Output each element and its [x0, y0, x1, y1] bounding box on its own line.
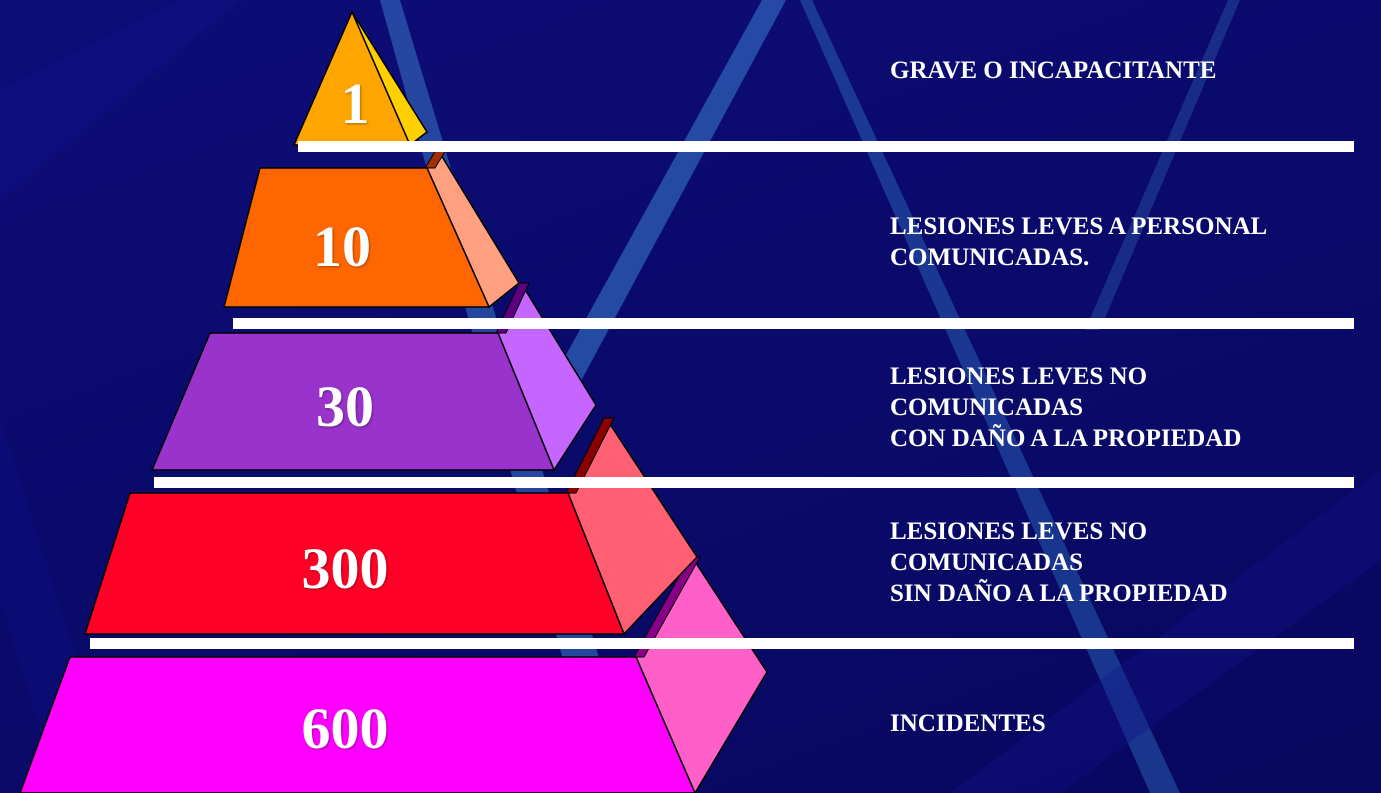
divider-line-1	[298, 141, 1354, 152]
tier-30-block	[150, 281, 597, 472]
tier-number-600: 600	[301, 696, 389, 761]
divider-line-3	[154, 477, 1354, 488]
tier-label-10: LESIONES LEVES A PERSONAL COMUNICADAS.	[890, 213, 1268, 271]
divider-line-2	[233, 318, 1354, 329]
tier-600-block	[19, 555, 768, 793]
tier-label-300: LESIONES LEVES NO COMUNICADAS SIN DAÑO A…	[890, 518, 1228, 607]
divider-line-4	[90, 638, 1354, 649]
tier-label-600: INCIDENTES	[890, 710, 1046, 737]
tier-300-block	[83, 416, 698, 636]
tier-label-30: LESIONES LEVES NO COMUNICADAS CON DAÑO A…	[890, 363, 1242, 452]
tier-number-30: 30	[316, 374, 374, 439]
tier-10-block	[223, 148, 520, 309]
tier-number-10: 10	[313, 214, 371, 279]
tier-number-300: 300	[301, 536, 389, 601]
tier-number-1: 1	[340, 71, 370, 136]
tier-label-1: GRAVE O INCAPACITANTE	[890, 57, 1217, 84]
